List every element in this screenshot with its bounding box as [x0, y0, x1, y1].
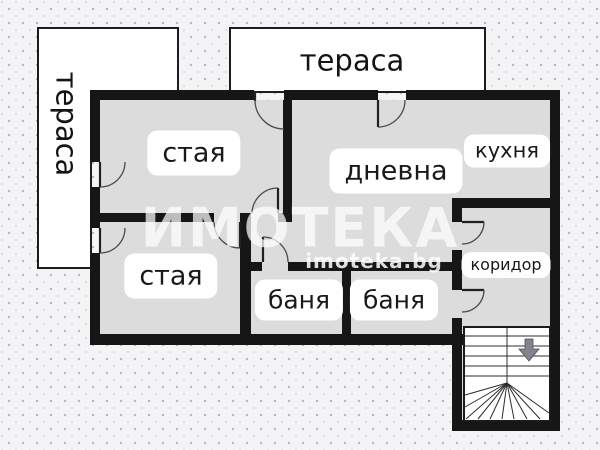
- door-living-terrace-top: [376, 99, 406, 128]
- wall-bath-top-b: [288, 262, 452, 271]
- room-label-bottom: стая: [124, 253, 218, 299]
- wall-rooms-divider-cap: [278, 213, 292, 222]
- wall-bottom-main: [90, 334, 464, 345]
- wall-left-a: [90, 90, 100, 162]
- room-label-kitchen: кухня: [464, 134, 550, 168]
- door-bath-left: [261, 236, 289, 263]
- wall-top-mid: [284, 90, 378, 100]
- room-label-bath-right: баня: [349, 279, 439, 321]
- wall-bottom-annex: [452, 420, 560, 431]
- wall-rooms-divider: [100, 213, 214, 222]
- wall-room-living-divider: [283, 100, 292, 222]
- door-corridor-upper: [461, 220, 485, 245]
- room-label-corridor: коридор: [461, 252, 551, 278]
- wall-kitchen-corridor: [452, 198, 560, 208]
- doors: [98, 92, 485, 313]
- wall-bath-bath-divider: [342, 271, 351, 334]
- wall-corridor-left-a: [452, 198, 462, 222]
- room-label-top: стая: [147, 130, 241, 176]
- wall-left-c: [90, 253, 100, 345]
- terrace-label-top: тераса: [299, 43, 405, 78]
- room-label-bath-left: баня: [254, 279, 344, 321]
- door-room-bottom-terrace-left: [98, 227, 126, 254]
- wall-corridor-left-c: [452, 318, 462, 420]
- staircase: [463, 326, 551, 422]
- wall-top-left: [90, 90, 254, 100]
- door-room-top-terrace-left: [98, 161, 126, 188]
- door-room-bottom-inner: [213, 221, 242, 249]
- down-arrow-icon: [518, 338, 540, 362]
- terrace-top-shape: [229, 27, 486, 93]
- wall-bath-top-a: [251, 262, 262, 271]
- staircase-treads: [464, 328, 550, 420]
- wall-corridor-left-b: [452, 250, 462, 290]
- door-room-top-inner: [251, 187, 280, 214]
- wall-left-b: [90, 187, 100, 228]
- terrace-label-left: тераса: [49, 71, 84, 177]
- walls: [90, 90, 560, 431]
- door-corridor-lower: [461, 288, 485, 313]
- wall-right: [550, 90, 560, 431]
- room-label-living: дневна: [329, 148, 463, 194]
- wall-top-right: [406, 90, 560, 100]
- door-room-top-terrace-top: [253, 92, 285, 130]
- wall-room-bath-divider: [240, 213, 251, 334]
